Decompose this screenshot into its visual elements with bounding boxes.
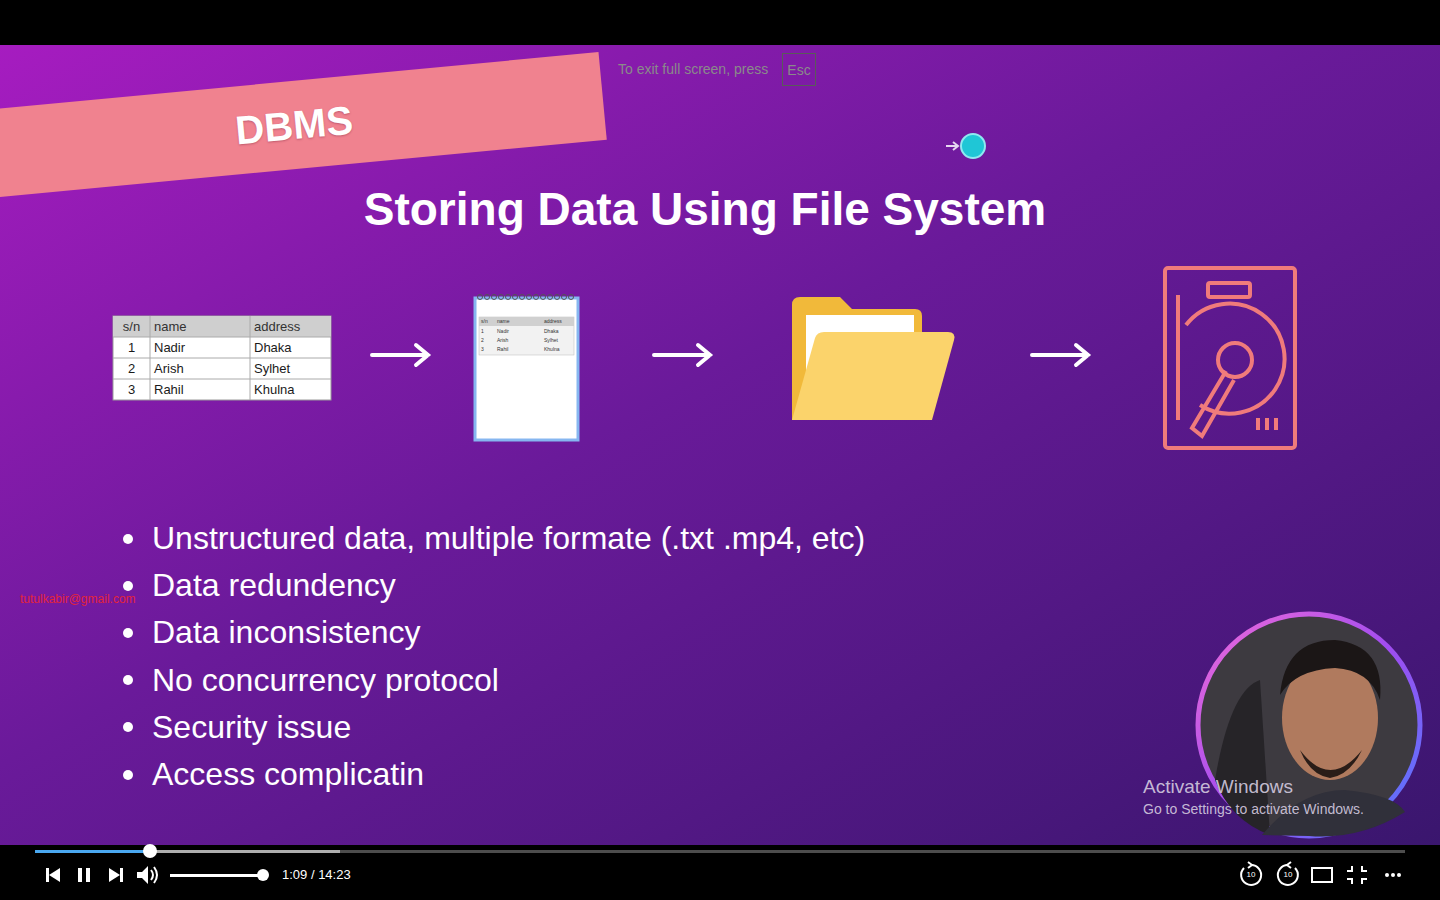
table-cell: Nadir bbox=[154, 340, 185, 356]
bullet-point: Data inconsistency bbox=[152, 613, 421, 651]
bullet-point: Access complicatin bbox=[152, 755, 424, 793]
table-cell: s/n bbox=[113, 319, 150, 335]
table-cell: Dhaka bbox=[254, 340, 292, 356]
notepad-cell: Dhaka bbox=[544, 328, 558, 334]
os-watermark: Go to Settings to activate Windows. bbox=[1143, 801, 1364, 818]
table-cell: Sylhet bbox=[254, 361, 290, 377]
bullet-point: No concurrency protocol bbox=[152, 661, 499, 699]
notepad-cell: 1 bbox=[481, 328, 484, 334]
fullscreen-hint: To exit full screen, press bbox=[618, 61, 768, 78]
notepad-cell: Khulna bbox=[544, 346, 560, 352]
bullet-point: Data redundency bbox=[152, 566, 396, 604]
table-cell: Arish bbox=[154, 361, 184, 377]
key-badge: Esc bbox=[782, 53, 816, 86]
bullet-point: Unstructured data, multiple formate (.tx… bbox=[152, 519, 865, 557]
notepad-cell: Arish bbox=[497, 337, 508, 343]
notepad-cell: name bbox=[497, 318, 510, 324]
os-watermark: Activate Windows bbox=[1143, 776, 1293, 799]
table-cell: 2 bbox=[113, 361, 150, 377]
notepad-cell: address bbox=[544, 318, 562, 324]
skip-seconds: 10 bbox=[1280, 870, 1296, 880]
notepad-cell: Nadir bbox=[497, 328, 509, 334]
table-cell: name bbox=[154, 319, 187, 335]
node-text: Esc bbox=[787, 62, 810, 78]
notepad-cell: s/n bbox=[481, 318, 488, 324]
table-cell: 1 bbox=[113, 340, 150, 356]
skip-seconds: 10 bbox=[1243, 870, 1259, 880]
bullet-point: Security issue bbox=[152, 708, 351, 746]
node-text: DBMS bbox=[233, 97, 354, 153]
notepad-cell: Sylhet bbox=[544, 337, 558, 343]
table-cell: 3 bbox=[113, 382, 150, 398]
time-display: 1:09 / 14:23 bbox=[282, 867, 351, 883]
notepad-cell: 2 bbox=[481, 337, 484, 343]
table-cell: address bbox=[254, 319, 300, 335]
slide-title: Storing Data Using File System bbox=[255, 182, 1155, 237]
watermark-email: tutulkabir@gmail.com bbox=[20, 592, 136, 606]
table-cell: Khulna bbox=[254, 382, 294, 398]
table-cell: Rahil bbox=[154, 382, 184, 398]
notepad-cell: 3 bbox=[481, 346, 484, 352]
notepad-cell: Rahil bbox=[497, 346, 508, 352]
